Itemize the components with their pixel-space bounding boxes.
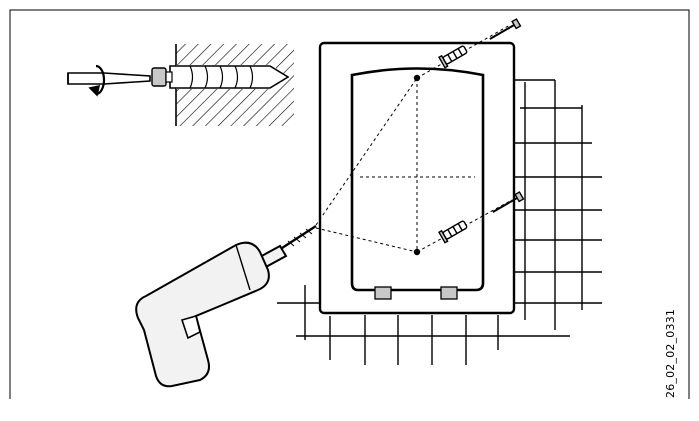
frame-border [9,9,690,399]
power-drill [135,224,317,388]
water-heater-housing [318,41,516,315]
drawing-code: 26_02_02_0331 [664,308,677,398]
wall-tile-grid [277,79,602,365]
wall-section-detail [151,44,294,126]
center-markings [360,78,475,252]
upper-dowel-and-screw [438,18,522,69]
screwdriver [67,64,151,97]
lower-dowel-and-screw [438,191,525,244]
